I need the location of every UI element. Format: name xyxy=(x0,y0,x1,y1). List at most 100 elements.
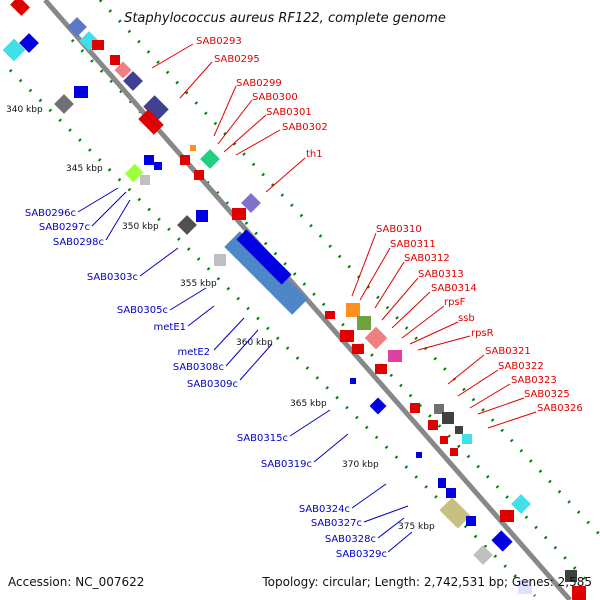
feature-red xyxy=(232,208,246,220)
feature-lightgray xyxy=(473,545,493,565)
gene-label: SAB0319c xyxy=(261,459,312,470)
feature-red xyxy=(110,55,120,65)
gene-label: SAB0297c xyxy=(39,222,90,233)
feature-darkgray xyxy=(565,570,577,582)
feature-red xyxy=(325,311,335,319)
gene-label: th1 xyxy=(306,149,323,160)
feature-khaki xyxy=(439,497,471,529)
feature-lavender xyxy=(518,580,532,594)
gene-label: ssb xyxy=(458,313,475,324)
feature-red xyxy=(194,170,204,180)
feature-blue xyxy=(491,530,513,552)
gene-label: SAB0303c xyxy=(87,272,138,283)
feature-darkgray xyxy=(177,215,197,235)
gene-label: SAB0313 xyxy=(418,269,464,280)
kbp-tick-label: 355 kbp xyxy=(180,279,217,289)
right-gene-labels: SAB0293 SAB0295 SAB0299 SAB0300 SAB0301 … xyxy=(196,36,583,414)
feature-red xyxy=(440,436,448,444)
feature-blue xyxy=(466,516,476,526)
gene-label: SAB0296c xyxy=(25,208,76,219)
feature-blue xyxy=(196,210,208,222)
gene-label: rpsF xyxy=(444,297,466,308)
kbp-tick-label: 360 kbp xyxy=(236,338,273,348)
map-title: Staphylococcus aureus RF122, complete ge… xyxy=(124,11,446,26)
feature-gray xyxy=(434,404,444,414)
right-leader-lines xyxy=(151,43,537,429)
gene-label: SAB0312 xyxy=(404,253,450,264)
feature-red xyxy=(450,448,458,456)
gene-label: metE2 xyxy=(178,347,211,358)
gene-label: SAB0326 xyxy=(537,403,583,414)
gene-label: metE1 xyxy=(154,322,187,333)
feature-blue xyxy=(416,452,422,458)
feature-blue xyxy=(236,229,292,285)
gene-label: SAB0322 xyxy=(498,361,544,372)
feature-red xyxy=(10,0,30,16)
kbp-tick-label: 365 kbp xyxy=(290,399,327,409)
feature-red xyxy=(410,403,420,413)
feature-lightgray xyxy=(140,175,150,185)
genome-backbone xyxy=(43,0,572,600)
gene-label: SAB0310 xyxy=(376,224,422,235)
gene-label: SAB0315c xyxy=(237,433,288,444)
kbp-tick-label: 340 kbp xyxy=(6,105,43,115)
feature-blue xyxy=(67,17,87,37)
feature-blue xyxy=(369,397,387,415)
feature-blue xyxy=(446,488,456,498)
feature-pink xyxy=(114,61,132,79)
gene-label: SAB0329c xyxy=(336,549,387,560)
feature-magenta xyxy=(388,350,402,362)
gene-label: SAB0323 xyxy=(511,375,557,386)
forward-features xyxy=(10,0,586,600)
feature-blue xyxy=(144,155,154,165)
kbp-tick-label: 370 kbp xyxy=(342,460,379,470)
right-dotted-track xyxy=(98,0,600,537)
gene-label: SAB0302 xyxy=(282,122,328,133)
kbp-ticks: 340 kbp 345 kbp 350 kbp 355 kbp 360 kbp … xyxy=(6,105,435,532)
feature-lime xyxy=(124,163,144,183)
gene-label: SAB0299 xyxy=(236,78,282,89)
gene-label: SAB0293 xyxy=(196,36,242,47)
feature-red xyxy=(572,586,586,600)
feature-orange xyxy=(346,303,360,317)
feature-red xyxy=(428,420,438,430)
gene-label: SAB0301 xyxy=(266,107,312,118)
feature-lightgray xyxy=(214,254,226,266)
feature-red xyxy=(180,155,190,165)
kbp-tick-label: 345 kbp xyxy=(66,164,103,174)
accession-text: Accession: NC_007622 xyxy=(8,575,144,589)
gene-label: SAB0328c xyxy=(325,534,376,545)
feature-gray xyxy=(54,94,74,114)
feature-red xyxy=(352,344,364,354)
kbp-tick-label: 350 kbp xyxy=(122,222,159,232)
gene-label: SAB0309c xyxy=(187,379,238,390)
feature-red xyxy=(138,109,164,135)
gene-label: SAB0321 xyxy=(485,346,531,357)
feature-blue xyxy=(154,162,162,170)
feature-olive xyxy=(357,316,371,330)
kbp-tick-label: 375 kbp xyxy=(398,522,435,532)
feature-blue xyxy=(438,478,446,488)
left-gene-labels: SAB0296c SAB0297c SAB0298c SAB0303c SAB0… xyxy=(25,208,387,560)
feature-red xyxy=(375,364,387,374)
feature-blue xyxy=(350,378,356,384)
gene-label: SAB0311 xyxy=(390,239,436,250)
feature-blue xyxy=(74,86,88,98)
feature-darkgray xyxy=(442,412,454,424)
feature-navy xyxy=(123,71,143,91)
feature-red xyxy=(500,510,514,522)
gene-label: SAB0300 xyxy=(252,92,298,103)
feature-purple xyxy=(241,193,261,213)
feature-darkgray xyxy=(455,426,463,434)
genome-summary-text: Topology: circular; Length: 2,742,531 bp… xyxy=(261,575,592,589)
left-leader-lines xyxy=(77,187,413,553)
feature-cyan xyxy=(511,494,531,514)
feature-pink xyxy=(364,326,388,350)
gene-label: SAB0325 xyxy=(524,389,570,400)
gene-label: SAB0314 xyxy=(431,283,477,294)
feature-red xyxy=(92,40,104,50)
gene-label: SAB0308c xyxy=(173,362,224,373)
gene-label: SAB0327c xyxy=(311,518,362,529)
